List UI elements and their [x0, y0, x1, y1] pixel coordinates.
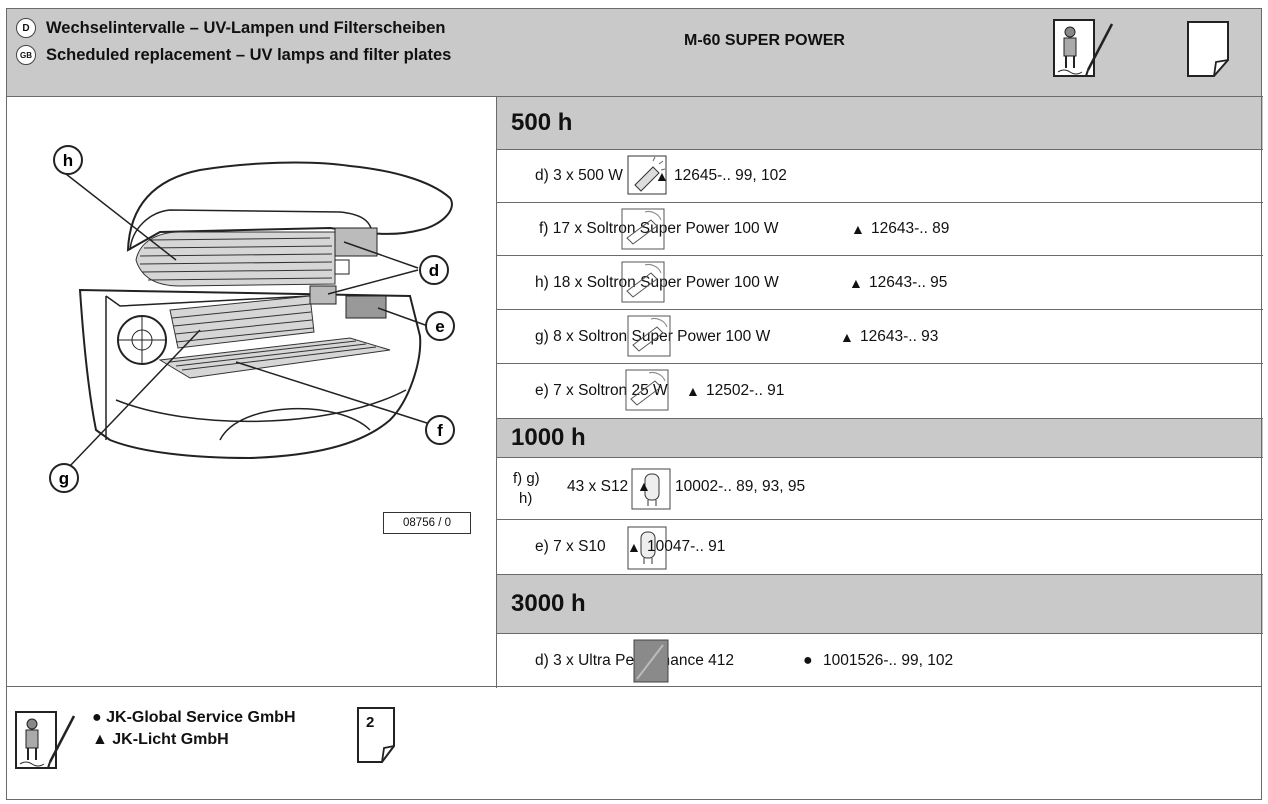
table-row: h) 18 x Soltron Super Power 100 W ▲ 1264…: [497, 256, 1263, 310]
technician-icon: [1053, 19, 1114, 77]
legend-triangle: ▲ JK-Licht GmbH: [92, 731, 229, 748]
callout-d: [419, 255, 449, 285]
callout-g: [49, 463, 79, 493]
title-german: D Wechselintervalle – UV-Lampen und Filt…: [16, 18, 445, 38]
row-label: e) 7 x Soltron 25 W: [535, 382, 668, 399]
part-number: 10047-.. 91: [647, 538, 726, 555]
table-row: e) 7 x Soltron 25 W ▲ 12502-.. 91: [497, 364, 1263, 418]
svg-text:e: e: [435, 317, 444, 336]
callout-e: [425, 311, 455, 341]
footer: [6, 686, 1262, 800]
tanning-bed-illustration: h d e f g: [10, 100, 498, 686]
technician-icon: [15, 711, 76, 769]
page-number: 2: [366, 714, 375, 731]
row-label: 43 x S12: [567, 478, 629, 495]
triangle-mark: ▲: [637, 478, 651, 494]
part-number: 10002-.. 89, 93, 95: [675, 478, 806, 495]
table-row: f) 17 x Soltron Super Power 100 W ▲ 1264…: [497, 203, 1263, 256]
svg-text:h: h: [63, 151, 73, 170]
supplier-legend: ● JK-Global Service GmbH ▲ JK-Licht GmbH: [92, 707, 296, 751]
uv-tube-icon: [621, 208, 665, 250]
page-icon: [1187, 21, 1229, 77]
figure-code: 08756 / 0: [383, 512, 471, 534]
callout-h: [53, 145, 83, 175]
table-row: f) g) h) 43 x S12 ▲ 10002-.. 89, 93, 95: [497, 458, 1263, 520]
triangle-mark: ▲: [655, 168, 669, 184]
svg-text:d: d: [429, 261, 439, 280]
title-english-text: Scheduled replacement – UV lamps and fil…: [46, 45, 452, 64]
title-german-text: Wechselintervalle – UV-Lampen und Filter…: [46, 18, 446, 37]
svg-text:f: f: [437, 421, 443, 440]
row-label: d) 3 x 500 W: [535, 167, 623, 184]
uv-lamp-icon: [627, 155, 667, 195]
table-row: g) 8 x Soltron Super Power 100 W ▲ 12643…: [497, 310, 1263, 364]
callout-f: [425, 415, 455, 445]
row-label: f) 17 x Soltron Super Power 100 W: [539, 220, 779, 237]
uv-tube-icon: [627, 315, 671, 357]
filter-plate-icon: [633, 639, 669, 683]
row-label: g) 8 x Soltron Super Power 100 W: [535, 327, 771, 345]
header-bar: [6, 8, 1262, 97]
part-number: 1001526-.. 99, 102: [823, 652, 954, 669]
part-number: 12502-.. 91: [706, 382, 785, 399]
page-frame: [6, 8, 1262, 800]
circle-mark: ●: [803, 652, 813, 669]
title-english: GB Scheduled replacement – UV lamps and …: [16, 45, 451, 65]
part-number: 12643-.. 89: [871, 220, 950, 237]
triangle-mark: ▲: [840, 328, 854, 345]
part-number: 12643-.. 95: [869, 273, 948, 291]
part-number: 12645-.. 99, 102: [674, 167, 787, 184]
triangle-mark: ▲: [849, 274, 863, 291]
uv-tube-icon: [625, 369, 669, 411]
section-3000h: 3000 h: [497, 574, 1263, 634]
starter-icon: [627, 526, 667, 570]
table-row: e) 7 x S10 ▲ 10047-.. 91: [497, 520, 1263, 574]
row-label: h) 18 x Soltron Super Power 100 W: [535, 273, 779, 291]
replacement-table: 500 h d) 3 x 500 W ▲ 12645-.. 99, 102 f)…: [496, 96, 1263, 688]
legend-circle: ● JK-Global Service GmbH: [92, 709, 296, 726]
table-row: d) 3 x 500 W ▲ 12645-.. 99, 102: [497, 150, 1263, 203]
row-label: e) 7 x S10: [535, 538, 606, 555]
lang-badge-gb: GB: [16, 45, 36, 65]
section-1000h: 1000 h: [497, 418, 1263, 458]
row-label-bottom: h): [519, 490, 533, 507]
uv-tube-icon: [621, 261, 665, 303]
triangle-mark: ▲: [627, 539, 641, 555]
triangle-mark: ▲: [851, 221, 865, 237]
lang-badge-de: D: [16, 18, 36, 38]
starter-icon: [631, 468, 671, 510]
svg-text:g: g: [59, 469, 69, 488]
table-row: d) 3 x Ultra Performance 412 ● 1001526-.…: [497, 634, 1263, 688]
page-icon: [357, 707, 395, 763]
part-number: 12643-.. 93: [860, 327, 939, 345]
triangle-mark: ▲: [686, 383, 700, 399]
section-500h: 500 h: [497, 96, 1263, 150]
model-name: M-60 SUPER POWER: [684, 32, 845, 49]
row-label-top: f) g): [513, 470, 540, 487]
